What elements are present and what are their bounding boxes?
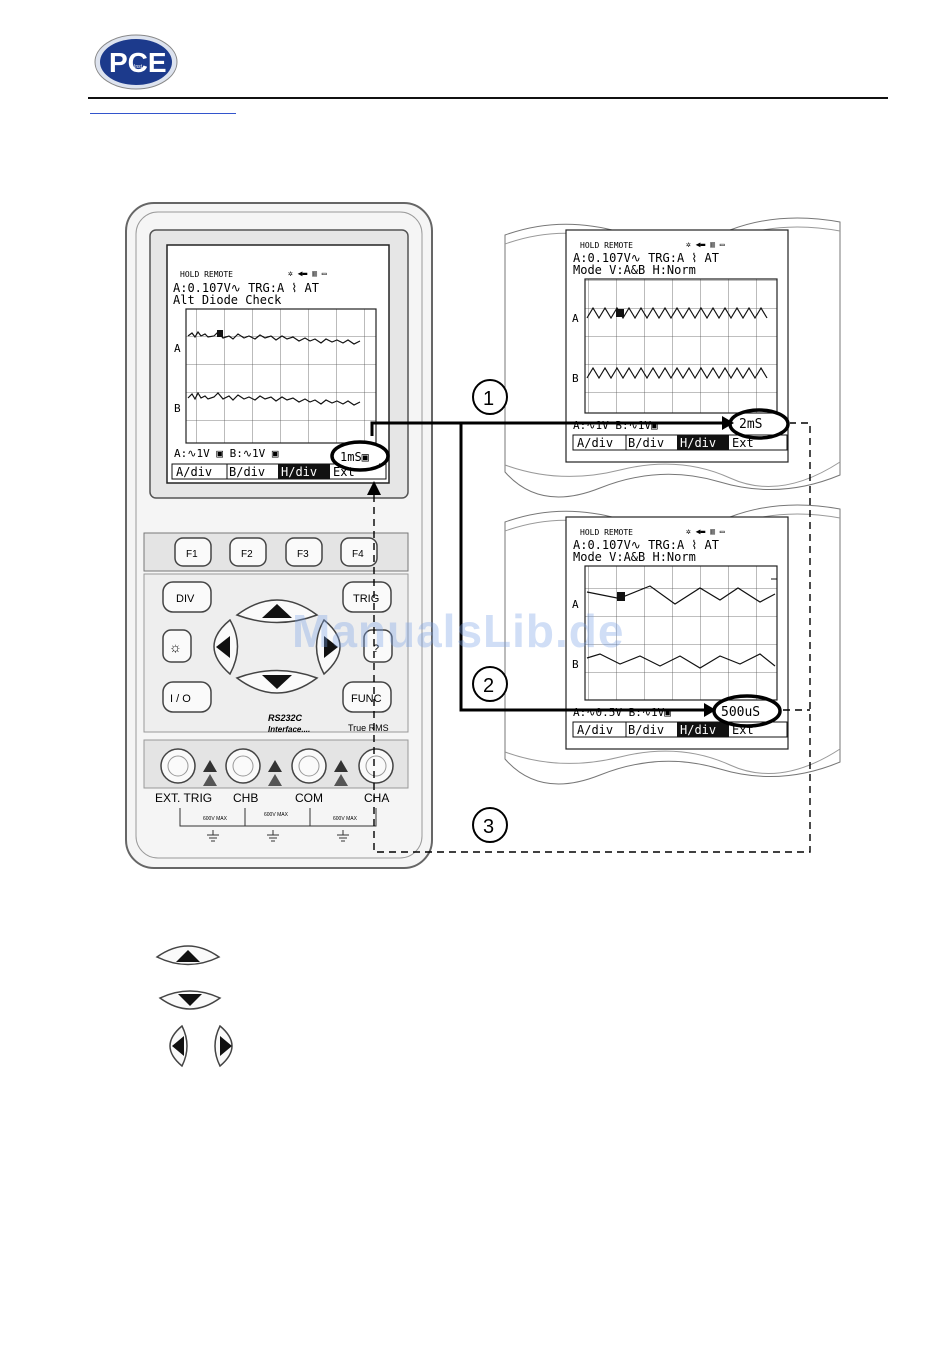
svg-text:1: 1 [483,388,494,410]
svg-text:☼: ☼ [169,639,182,655]
chb-jack [225,748,261,784]
screen2-reading: A:0.107V∿ TRG:A ⌇ AT [573,538,719,552]
screen2-softkey-1: A/div [577,723,613,737]
screen2-time-base: 500uS [721,705,760,720]
lcd-channel-a: A [174,342,181,355]
right-arrow-key[interactable] [315,618,341,676]
com-jack [291,748,327,784]
screen-2ms: HOLD REMOTE ✲ ◀▬ ▥ ▭ A:0.107V∿ TRG:A ⌇ A… [504,217,841,498]
screen2-softkey-3: H/div [680,723,716,737]
screen1-mode: Mode V:A&B H:Norm [573,263,696,277]
f1-key[interactable]: F1 [174,537,212,567]
svg-text:FUNC: FUNC [351,693,382,705]
max-label-2: 600V MAX [264,812,289,818]
keypad: DIV TRIG ☼ ? I / O FUNC RS232C Interface… [143,573,409,734]
lcd-channel-b: B [174,402,181,415]
func-key[interactable]: FUNC [342,681,392,713]
f2-key[interactable]: F2 [229,537,267,567]
down-arrow-key-icon [158,990,222,1010]
screen2-channel-b: B [572,658,579,671]
cha-label: CHA [364,791,389,805]
lcd-bottom-status: A:∿1V ▣ B:∿1V ▣ [174,447,279,460]
fkey-row: F1 F2 F3 F4 [143,532,409,572]
device-lcd: HOLD REMOTE ✲ ◀▬ ▥ ▭ A:0.107V∿ TRG:A ⌇ A… [171,269,390,480]
callout-3: 3 [472,807,508,843]
svg-text:TRIG: TRIG [353,593,379,605]
help-key[interactable]: ? [363,629,393,663]
svg-text:F3: F3 [297,549,309,560]
max-label-3: 600V MAX [333,816,358,822]
screen1-channel-b: B [572,372,579,385]
ext-trig-label: EXT. TRIG [155,791,212,805]
input-jacks: EXT. TRIG CHB COM CHA 600V MAX 600V MAX … [143,739,409,842]
lcd-softkey-3: H/div [281,465,317,479]
svg-text:✲ ◀▬ ▥ ▭: ✲ ◀▬ ▥ ▭ [288,269,327,278]
screen1-reading: A:0.107V∿ TRG:A ⌇ AT [573,251,719,265]
trig-key[interactable]: TRIG [342,581,392,613]
left-arrow-key-icon [169,1024,188,1068]
lcd-status: HOLD REMOTE [180,270,233,279]
f3-key[interactable]: F3 [285,537,323,567]
lcd-time-base: 1mS▣ [340,450,369,464]
svg-text:?: ? [373,643,379,655]
left-arrow-key[interactable] [213,618,239,676]
f4-key[interactable]: F4 [340,537,378,567]
svg-text:F1: F1 [186,549,198,560]
screen1-bottom-status: A:∿1V B:∿1V▣ [573,419,658,432]
screen1-softkey-3: H/div [680,436,716,450]
svg-text:3: 3 [483,816,494,838]
screen2-mode: Mode V:A&B H:Norm [573,550,696,564]
true-rms-label: True RMS [348,723,389,733]
screen1-softkey-4: Ext [732,436,754,450]
screen1-status: HOLD REMOTE [580,241,633,250]
svg-text:I / O: I / O [170,693,191,705]
screen2-channel-a: A [572,598,579,611]
lcd-mode: Alt Diode Check [173,293,282,307]
io-key[interactable]: I / O [162,681,212,713]
max-label-1: 600V MAX [203,816,228,822]
ext-trig-jack [160,748,196,784]
callout-1: 1 [472,379,508,415]
logo-text: PCE [109,47,167,78]
com-label: COM [295,791,323,805]
lcd-reading: A:0.107V∿ TRG:A ⌇ AT [173,281,319,295]
up-arrow-key[interactable] [235,599,319,624]
up-arrow-key-icon [155,945,221,966]
lcd-softkey-2: B/div [229,465,265,479]
header-rule [88,97,888,99]
header-link-underline [90,113,236,114]
interface-label-2: Interface.... [268,725,310,734]
screen2-softkey-2: B/div [628,723,664,737]
connector-arrows [367,416,811,853]
screen1-channel-a: A [572,312,579,325]
svg-text:✲ ◀▬ ▥ ▭: ✲ ◀▬ ▥ ▭ [686,527,725,536]
screen2-status: HOLD REMOTE [580,528,633,537]
logo-sub: Inst. [134,64,143,70]
screen1-softkey-2: B/div [628,436,664,450]
screen1-time-base: 2mS [739,417,762,432]
svg-text:✲ ◀▬ ▥ ▭: ✲ ◀▬ ▥ ▭ [686,240,725,249]
pce-logo: PCE Inst. [94,34,178,90]
screen1-softkey-1: A/div [577,436,613,450]
svg-text:DIV: DIV [176,593,195,605]
svg-text:F2: F2 [241,549,253,560]
screen-500us: HOLD REMOTE ✲ ◀▬ ▥ ▭ A:0.107V∿ TRG:A ⌇ A… [504,504,841,785]
svg-text:F4: F4 [352,549,364,560]
callout-2: 2 [472,666,508,702]
chb-label: CHB [233,791,258,805]
lcd-softkey-1: A/div [176,465,212,479]
backlight-key[interactable]: ☼ [162,629,192,663]
time-base-highlight [330,440,390,472]
cha-jack [358,748,394,784]
watermark: ManualsLib.de [292,605,625,657]
screen2-bottom-status: A:∿0.5V B:∿1V▣ [573,706,671,719]
interface-label: RS232C [268,713,303,723]
div-key[interactable]: DIV [162,581,212,613]
svg-text:2: 2 [483,675,494,697]
down-arrow-key[interactable] [235,669,319,694]
right-arrow-key-icon [214,1024,233,1068]
